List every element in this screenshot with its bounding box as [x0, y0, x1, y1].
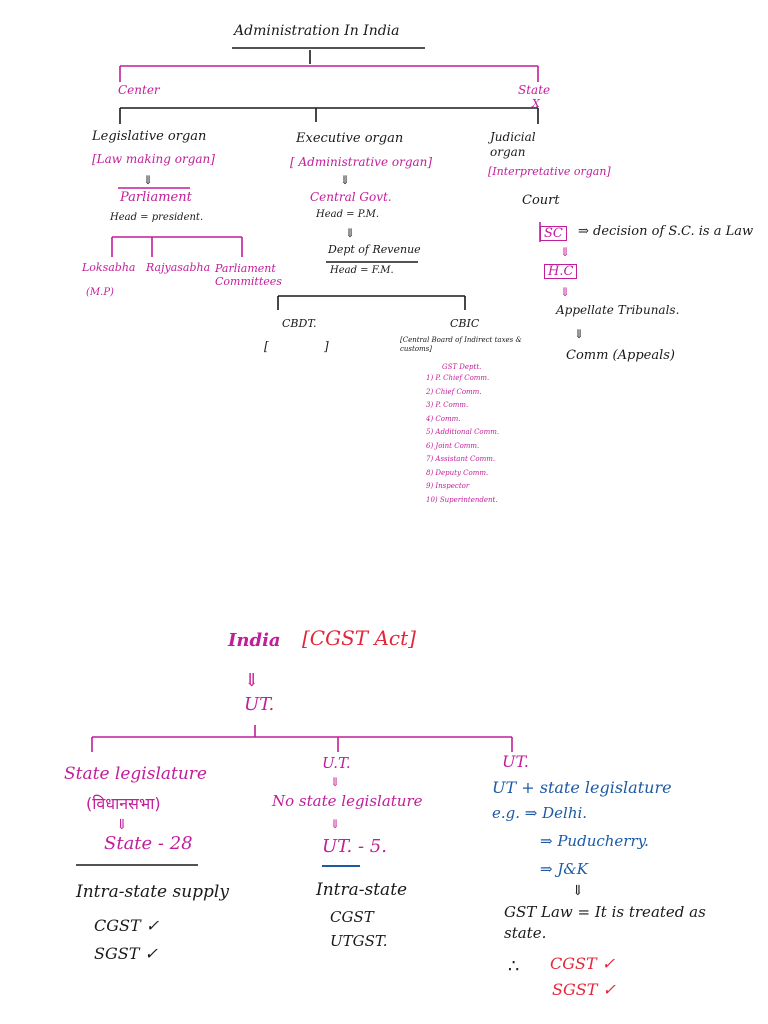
rank-item: 9) Inspector: [426, 482, 470, 490]
col2-arrow: ⇓: [330, 775, 341, 789]
dept-arrow: ⇓: [345, 226, 356, 240]
appellate-tribunals-label: Appellate Tribunals.: [556, 303, 680, 317]
dept-revenue-label: Dept of Revenue: [328, 243, 421, 256]
executive-arrow: ⇓: [340, 173, 351, 187]
hc-arrow: ⇓: [560, 245, 571, 259]
rank-item: 5) Additional Comm.: [426, 428, 500, 436]
dept-revenue-head: Head = F.M.: [330, 265, 394, 276]
central-govt-head: Head = P.M.: [316, 209, 380, 220]
cbdt-bracket-open: [: [264, 339, 269, 353]
rank-item: 4) Comm.: [426, 414, 461, 423]
gst-law-treated-as-state: GST Law = It is treated as state.: [504, 903, 706, 942]
rank-item: 1) P. Chief Comm.: [426, 374, 490, 382]
state-label: State: [518, 83, 551, 97]
judicial-role: [Interpretative organ]: [488, 165, 611, 178]
cbdt-label: CBDT.: [282, 317, 317, 330]
india-arrow: ⇓: [244, 670, 260, 691]
ut-count: UT. - 5.: [322, 836, 387, 857]
gst-dept-label: GST Deptt.: [442, 363, 482, 371]
state-arrow: ⇓: [116, 817, 128, 833]
supreme-court-box: SC: [540, 226, 567, 241]
state-cross-mark: X: [532, 97, 540, 110]
executive-organ-label: Executive organ: [296, 131, 404, 146]
rank-item: 7) Assistant Comm.: [426, 455, 496, 463]
india-label: India: [228, 630, 281, 651]
judicial-organ-label: Judicial organ: [490, 130, 536, 159]
col1-sgst: SGST ✓: [94, 944, 158, 963]
col1-cgst: CGST ✓: [94, 916, 160, 935]
vidhansabha-hindi: (विधानसभा): [86, 794, 161, 813]
therefore-mark: ∴: [508, 956, 520, 977]
col3-cgst: CGST ✓: [550, 954, 616, 973]
central-govt-label: Central Govt.: [310, 190, 392, 204]
col3-sgst: SGST ✓: [552, 980, 616, 999]
rank-item: 10) Superintendent.: [426, 495, 498, 504]
col2-arrow-2: ⇓: [330, 817, 341, 831]
state-count: State - 28: [104, 833, 193, 854]
rank-item: 6) Joint Comm.: [426, 441, 480, 450]
rajyasabha-label: Rajyasabha: [146, 261, 211, 274]
col3-arrow: ⇓: [572, 883, 584, 899]
legislative-organ-label: Legislative organ: [92, 129, 207, 144]
intra-state-label-col2: Intra-state: [316, 880, 408, 900]
ut-root-label: UT.: [244, 694, 275, 715]
cgst-act-label: [CGST Act]: [302, 626, 416, 650]
cbdt-bracket-close: ]: [324, 339, 329, 353]
tribunal-arrow: ⇓: [560, 285, 571, 299]
gst-officer-ranks: 1) P. Chief Comm. 2) Chief Comm. 3) P. C…: [426, 375, 499, 510]
ut-heading-col3: UT.: [502, 752, 529, 771]
legislative-arrow: ⇓: [143, 173, 154, 187]
comm-arrow: ⇓: [574, 327, 585, 341]
loksabha-label: Loksabha: [82, 261, 136, 274]
cbic-fullform: [Central Board of Indirect taxes & custo…: [400, 336, 522, 354]
executive-role: [ Administrative organ]: [290, 155, 433, 169]
example-jk: ⇒ J&K: [540, 860, 588, 878]
rank-item: 8) Deputy Comm.: [426, 468, 489, 477]
rank-item: 3) P. Comm.: [426, 401, 469, 409]
center-label: Center: [118, 83, 160, 97]
col2-utgst: UTGST.: [330, 932, 388, 950]
no-state-legislature-note: No state legislature: [272, 792, 423, 810]
parliament-head: Head = president.: [110, 212, 204, 223]
high-court-box: H.C: [544, 264, 578, 279]
intra-state-supply-label: Intra-state supply: [76, 882, 229, 902]
state-legislature-heading: State legislature: [64, 764, 207, 784]
col2-cgst: CGST: [330, 908, 374, 926]
legislative-role: [Law making organ]: [92, 152, 215, 166]
rank-item: 2) Chief Comm.: [426, 387, 482, 396]
parliament-label: Parliament: [120, 190, 192, 205]
ut-heading-col2: U.T.: [322, 754, 351, 772]
example-puducherry: ⇒ Puducherry.: [540, 832, 649, 850]
example-delhi: e.g. ⇒ Delhi.: [492, 804, 588, 822]
diagram-title: Administration In India: [234, 23, 400, 39]
ut-state-legislature-note: UT + state legislature: [492, 778, 672, 797]
cbic-label: CBIC: [450, 317, 480, 330]
comm-appeals-label: Comm (Appeals): [566, 348, 676, 363]
court-label: Court: [522, 193, 560, 208]
sc-decision-note: ⇒ decision of S.C. is a Law: [578, 224, 754, 239]
loksabha-mp: (M.P): [86, 287, 114, 298]
parliament-committees-label: Parliament Committees: [215, 262, 282, 289]
